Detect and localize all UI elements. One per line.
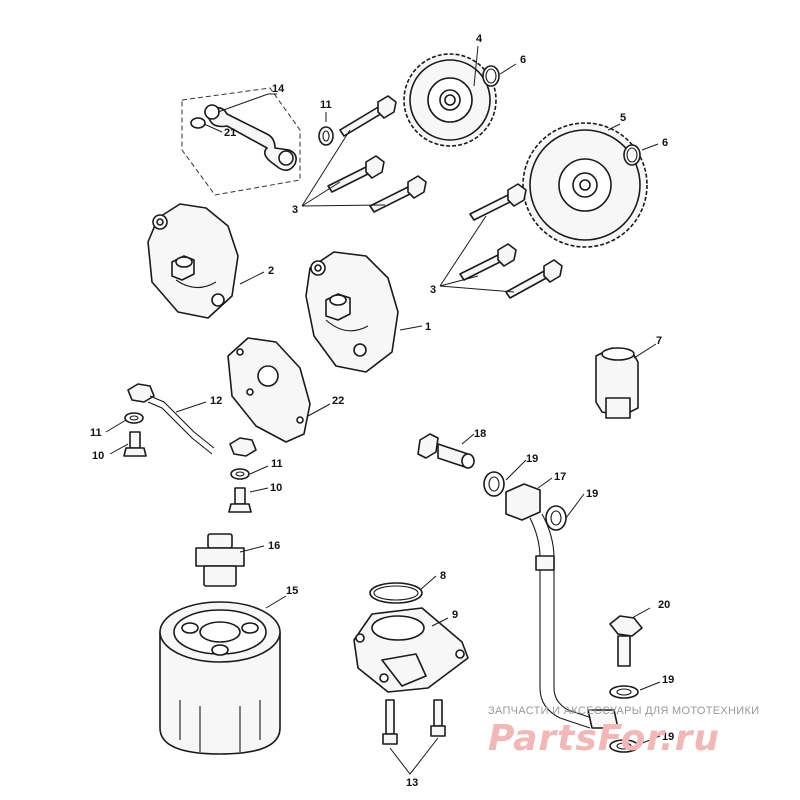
callout-19-d: 19 [662,731,674,743]
callout-19-b: 19 [586,488,598,500]
callout-5: 5 [620,112,626,124]
callout-1: 1 [425,321,431,333]
part-10-banjo-bolt-right [228,487,252,513]
callout-9: 9 [452,609,458,621]
callout-20: 20 [658,599,670,611]
part-20-banjo-bolt [609,615,643,667]
part-12-oil-pipe [127,383,257,457]
part-5-gear [522,122,648,248]
part-9-filter-housing [353,607,469,693]
leader-lines [105,45,661,775]
callout-18: 18 [474,428,486,440]
callout-10-left: 10 [92,450,104,462]
callout-11-left: 11 [90,427,102,439]
callout-3-lower: 3 [430,284,436,296]
callout-11-right: 11 [271,458,283,470]
part-6-circlip-upper [482,65,500,87]
part-4-gear [403,53,497,147]
callout-16: 16 [268,540,280,552]
part-13-bolts [382,699,446,745]
callout-13: 13 [406,777,418,789]
part-8-o-ring [369,582,423,604]
callout-22: 22 [332,395,344,407]
callout-19-a: 19 [526,453,538,465]
part-19-washer-a [483,471,505,497]
part-10-banjo-bolt-left [123,431,147,457]
callout-4: 4 [476,33,483,45]
part-2-oil-pump [147,203,239,319]
callout-19-c: 19 [662,674,674,686]
callout-2: 2 [268,265,274,277]
callout-6-upper: 6 [520,54,526,66]
part-16-filter-nipple [195,533,245,587]
part-11-washer-left [124,412,144,424]
part-19-washer-d [609,739,639,753]
callout-3-upper: 3 [292,204,298,216]
part-6-circlip-lower [623,144,641,166]
part-11-washer-right [230,468,250,480]
watermark-tagline: ЗАПЧАСТИ И АКСЕССУАРЫ ДЛЯ МОТОТЕХНИКИ [488,705,760,717]
part-15-oil-filter [159,601,281,755]
part-19-washer-c [609,685,639,699]
callout-21: 21 [224,127,236,139]
callout-12: 12 [210,395,222,407]
callout-6-lower: 6 [662,137,668,149]
callout-15: 15 [286,585,298,597]
part-1-oil-pump [305,251,399,373]
callout-17: 17 [554,471,566,483]
part-18-union-bolt [417,433,475,469]
callout-labels: 1 2 3 3 4 5 6 6 7 8 9 10 10 11 11 11 12 … [90,33,674,789]
part-11-washer-top [318,126,334,146]
callout-7: 7 [656,335,662,347]
callout-11-top: 11 [320,99,332,111]
part-3-bolts-lower [459,183,563,299]
callout-8: 8 [440,570,446,582]
callout-14: 14 [272,83,285,95]
part-7-fitting [595,347,639,419]
part-17-oil-line [505,483,619,729]
part-19-washer-b [545,505,567,531]
part-14-link-pipe [181,87,301,196]
callout-10-right: 10 [270,482,282,494]
watermark-logo: PartsFor.ru [488,718,720,759]
part-22-gasket [227,337,311,443]
